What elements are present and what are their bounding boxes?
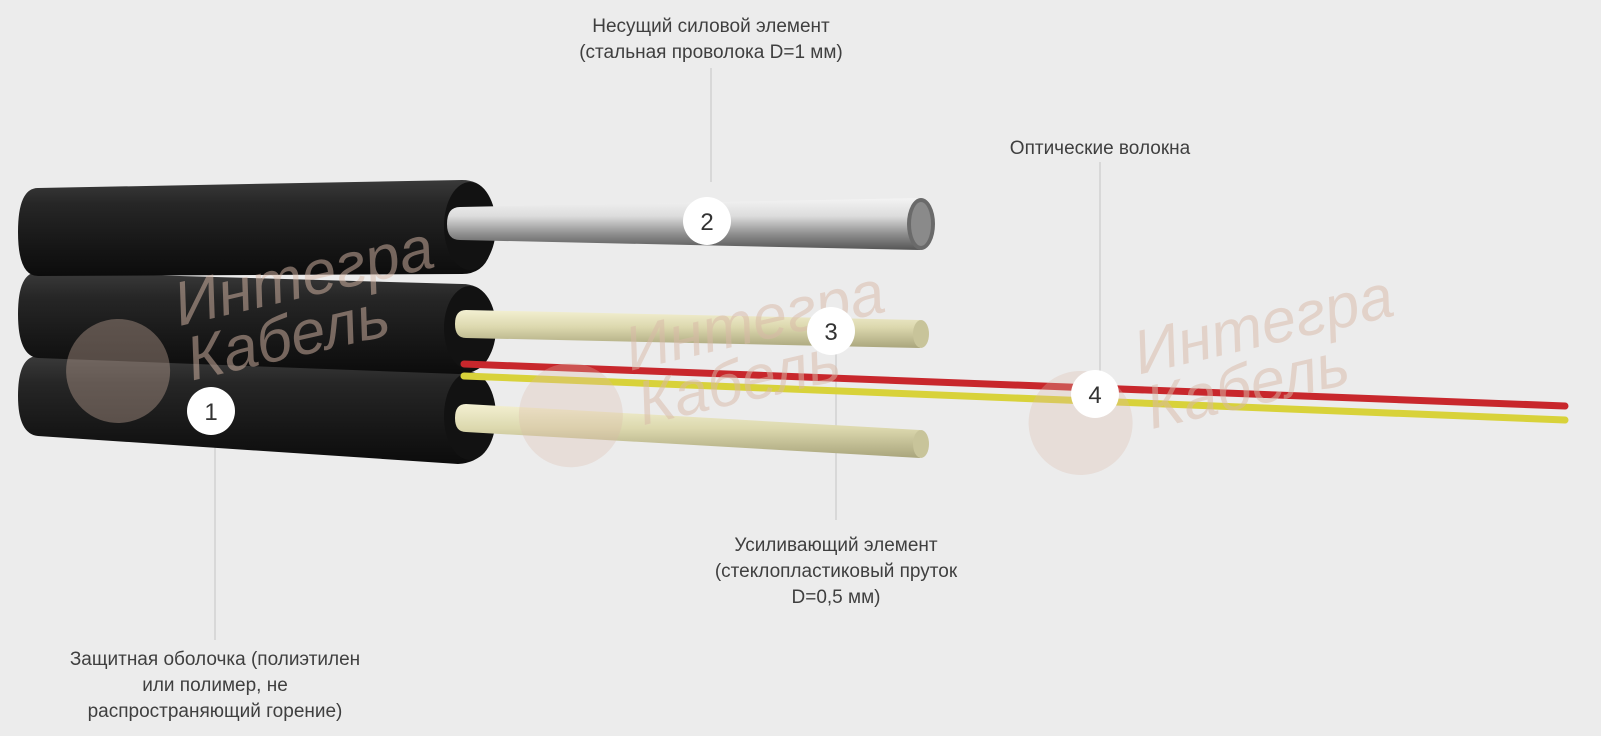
watermark-right: Интегра Кабель — [1028, 262, 1400, 475]
callout-4-label: Оптические волокна — [970, 136, 1230, 162]
callout-1-line: или полимер, не — [142, 675, 288, 696]
watermark-logo-icon — [518, 363, 623, 468]
sheath-lobe-bottom — [18, 356, 494, 464]
sheath-lobe-middle — [18, 272, 494, 374]
badge-4: 4 — [1071, 370, 1119, 418]
fiber-yellow — [460, 372, 1569, 424]
badge-1-number: 1 — [204, 399, 217, 426]
watermark-logo-icon — [66, 318, 171, 423]
optical-fibers — [460, 360, 1569, 424]
callout-3-label: Усиливающий элемент (стеклопластиковый п… — [676, 533, 996, 611]
callout-3-line: (стеклопластиковый пруток — [714, 561, 958, 582]
sheath-lobe-top — [18, 180, 494, 276]
callout-4-line: Оптические волокна — [1009, 138, 1191, 159]
badge-1: 1 — [187, 387, 235, 435]
fiber-red — [460, 360, 1569, 410]
callout-1-line: Защитная оболочка (полиэтилен — [69, 649, 361, 670]
callout-2-label: Несущий силовой элемент (стальная провол… — [531, 14, 891, 66]
fiberglass-rod-upper — [455, 310, 929, 348]
callout-1-line: распространяющий горение) — [87, 701, 343, 722]
fiberglass-rod-lower — [455, 404, 929, 458]
callout-2-line: (стальная проволока D=1 мм) — [579, 42, 843, 63]
badge-2: 2 — [683, 197, 731, 245]
callout-3-line: D=0,5 мм) — [791, 587, 881, 608]
badge-3: 3 — [807, 307, 855, 355]
badge-4-number: 4 — [1088, 382, 1101, 409]
callout-3-line: Усиливающий элемент — [734, 535, 938, 556]
callout-1-label: Защитная оболочка (полиэтилен или полиме… — [40, 647, 390, 725]
callout-2-line: Несущий силовой элемент — [592, 16, 830, 37]
badge-3-number: 3 — [824, 319, 837, 346]
badge-2-number: 2 — [700, 209, 713, 236]
